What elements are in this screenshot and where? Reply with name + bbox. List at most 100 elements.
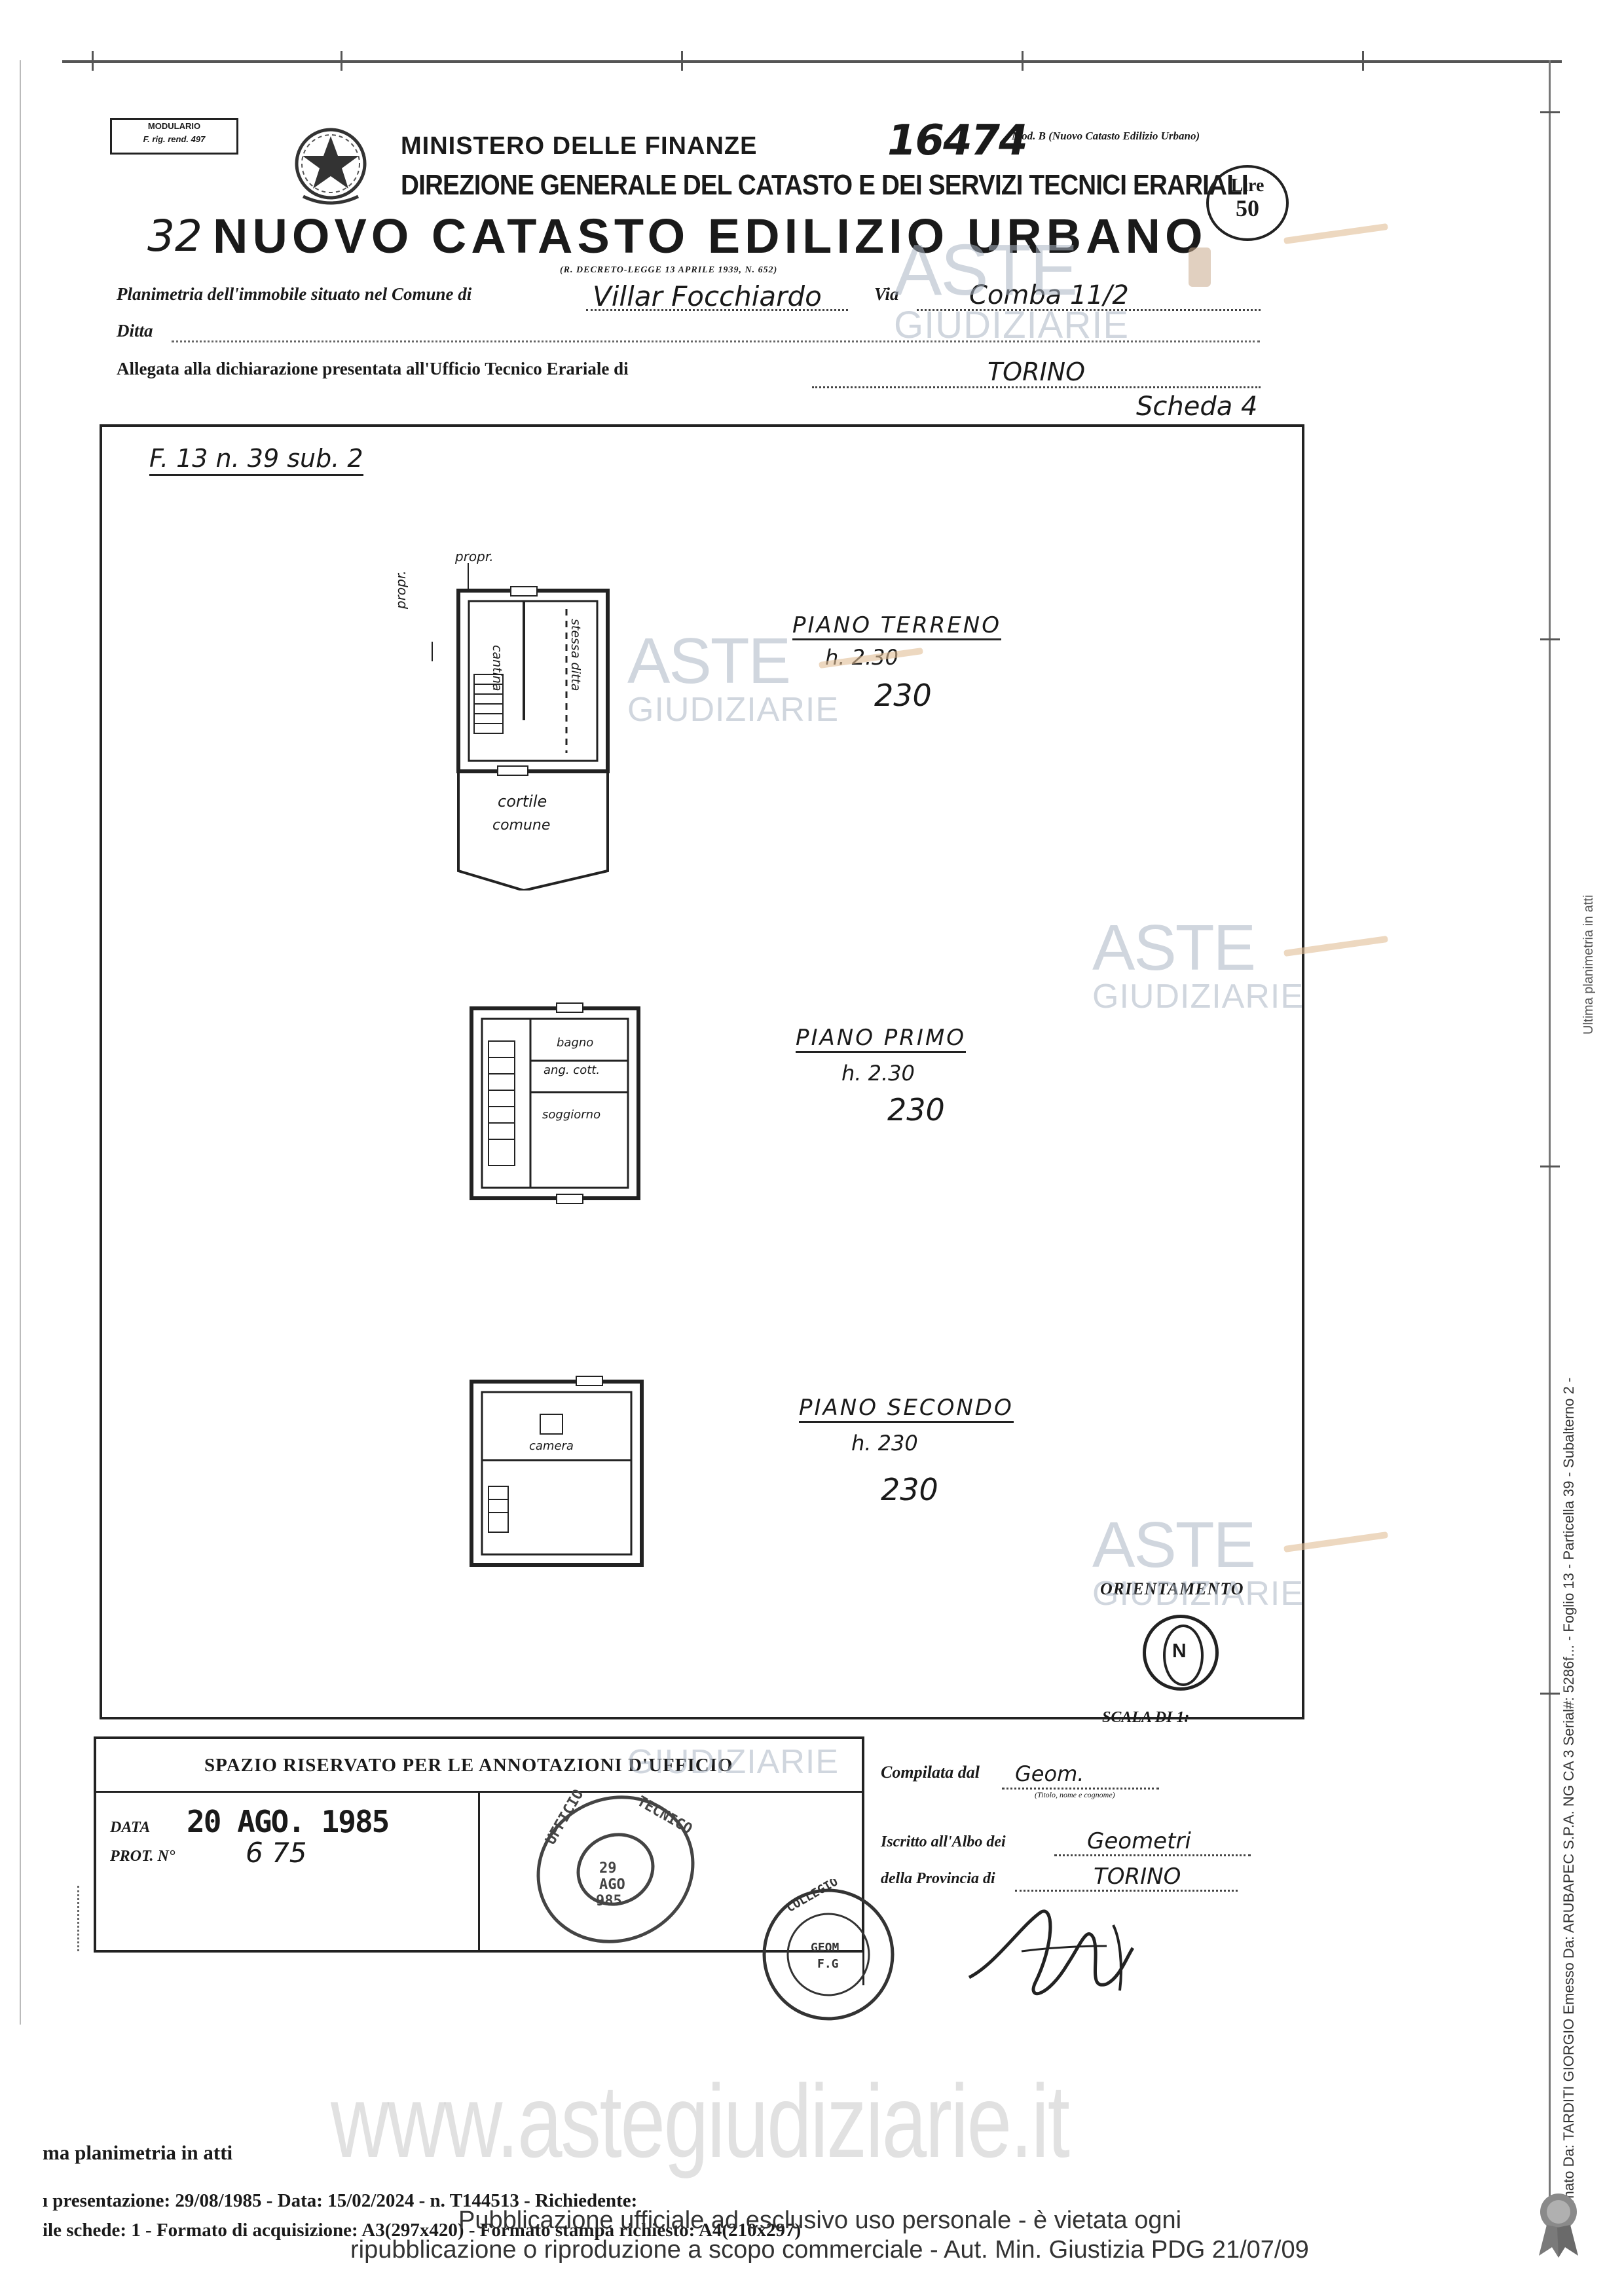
- frame-tick: [92, 51, 94, 71]
- svg-text:985: 985: [596, 1893, 622, 1909]
- right-frame-line: [1549, 60, 1551, 2241]
- compilata-value: Geom.: [1015, 1761, 1084, 1786]
- footer-line1: ma planimetria in atti: [43, 2141, 233, 2164]
- watermark-url: www.astegiudiziarie.it: [331, 2064, 1070, 2179]
- watermark-brand-top: ASTE: [1092, 911, 1256, 983]
- parcel-reference-text: F. 13 n. 39 sub. 2: [149, 444, 363, 473]
- parcel-reference: F. 13 n. 39 sub. 2: [149, 444, 363, 476]
- room-soggiorno: soggiorno: [542, 1108, 601, 1122]
- scheda-label: Scheda 4: [1136, 392, 1258, 422]
- watermark-brand-bottom: GIUDIZIARIE: [1092, 978, 1304, 1016]
- watermark-brand-bottom: GIUDIZIARIE: [894, 304, 1130, 346]
- sheet-number: 32: [147, 211, 202, 261]
- footer-notice1: Pubblicazione ufficiale ad esclusivo uso…: [458, 2207, 1182, 2234]
- via-value: Comba 11/2: [969, 280, 1129, 310]
- modulario-line1: MODULARIO: [147, 121, 201, 131]
- svg-text:COLLEGIO: COLLEGIO: [784, 1879, 841, 1915]
- watermark-gavel-head-icon: [1189, 248, 1211, 287]
- watermark-gavel-icon: [1283, 223, 1388, 245]
- scale-label: SCALA DI 1:: [1102, 1709, 1190, 1726]
- iscritto-field: Geometri: [1054, 1828, 1251, 1856]
- left-vertical-mark: [77, 1886, 88, 1951]
- professional-stamp-icon: COLLEGIO GEOM F.G: [762, 1879, 895, 2021]
- floor-height-label-secondo: h. 230: [851, 1431, 918, 1456]
- floor-height-value-terreno: 230: [874, 678, 932, 713]
- watermark-brand-bottom: GIUDIZIARIE: [1092, 1575, 1304, 1613]
- svg-text:GEOM: GEOM: [811, 1941, 840, 1955]
- titolo-note: (Titolo, nome e cognome): [1035, 1790, 1115, 1799]
- document-title: NUOVO CATASTO EDILIZIO URBANO: [213, 209, 1208, 263]
- floor-name-terreno: PIANO TERRENO: [792, 612, 1001, 640]
- planimetria-label: Planimetria dell'immobile situato nel Co…: [117, 284, 472, 304]
- prot-value: 6 75: [246, 1837, 307, 1869]
- room-comune: comune: [492, 817, 551, 834]
- floor-height-value-secondo: 230: [881, 1472, 938, 1507]
- watermark-brand-middle: ASTE GIUDIZIARIE: [1092, 915, 1304, 1014]
- ditta-field: [172, 340, 1260, 342]
- office-box-right: [862, 1736, 864, 1985]
- spazio-riservato-label: SPAZIO RISERVATO PER LE ANNOTAZIONI D'UF…: [204, 1755, 733, 1776]
- north-compass-inner: [1163, 1625, 1204, 1686]
- stamp-duty-value: 50: [1236, 195, 1259, 221]
- watermark-brand-top: ASTE: [627, 625, 791, 697]
- svg-text:UFFICIO: UFFICIO: [543, 1787, 587, 1848]
- frame-tick: [681, 51, 683, 71]
- modulario-line2: F. rig. rend. 497: [143, 134, 206, 144]
- frame-tick: [341, 51, 342, 71]
- watermark-brand-top: ASTE: [1092, 1509, 1256, 1581]
- first-floor-plan: [470, 1002, 640, 1204]
- watermark-brand-office: GIUDIZIARIE: [627, 1745, 839, 1779]
- watermark-brand-lower: ASTE GIUDIZIARIE: [1092, 1513, 1304, 1611]
- footer-line2: ı presentazione: 29/08/1985 - Data: 15/0…: [43, 2190, 638, 2211]
- via-label: Via: [874, 284, 899, 304]
- stamp-duty-label: Lire: [1230, 175, 1264, 196]
- frame-tick: [1540, 111, 1560, 113]
- footer-notice2: ripubblicazione o riproduzione a scopo c…: [350, 2236, 1309, 2264]
- ground-floor-plan: [432, 563, 610, 890]
- watermark-brand-bottom: GIUDIZIARIE: [627, 1743, 840, 1781]
- top-frame-line: [62, 60, 1562, 63]
- ministry-name: MINISTERO DELLE FINANZE: [401, 132, 758, 160]
- iscritto-label: Iscritto all'Albo dei: [881, 1833, 1006, 1850]
- svg-text:TECNICO: TECNICO: [634, 1793, 695, 1838]
- allegata-label: Allegata alla dichiarazione presentata a…: [117, 359, 629, 378]
- room-stessa-ditta: stessa ditta: [568, 619, 583, 691]
- emblem-icon: [295, 128, 367, 205]
- ribbon-seal-icon: [1539, 2194, 1578, 2258]
- room-camera: camera: [529, 1439, 574, 1453]
- north-compass: N: [1143, 1615, 1219, 1691]
- room-ang-cott: ang. cott.: [544, 1063, 600, 1077]
- frame-tick: [1540, 1693, 1560, 1695]
- frame-tick: [1540, 1166, 1560, 1167]
- second-floor-plan: [470, 1376, 644, 1567]
- ufficio-value: TORINO: [987, 358, 1086, 386]
- ufficio-field: TORINO: [812, 358, 1261, 388]
- provincia-field: TORINO: [1015, 1864, 1238, 1892]
- office-box-vertical: [478, 1791, 480, 1953]
- frame-tick: [1540, 638, 1560, 640]
- watermark-brand-top: ASTE: [894, 230, 1078, 310]
- compilata-label: Compilata dal: [881, 1763, 980, 1782]
- ditta-label: Ditta: [117, 321, 153, 340]
- top-owner-label: propr.: [455, 549, 494, 564]
- direction-name: DIREZIONE GENERALE DEL CATASTO E DEI SER…: [401, 169, 1249, 201]
- handwritten-number: 16474: [887, 117, 1028, 165]
- frame-tick: [1362, 51, 1364, 71]
- floor-height-value-primo: 230: [887, 1092, 945, 1128]
- svg-text:29: 29: [599, 1860, 617, 1877]
- floor-name-primo: PIANO PRIMO: [796, 1025, 967, 1053]
- stamp-duty-circle: Lire 50: [1206, 165, 1289, 241]
- room-cortile: cortile: [498, 792, 547, 811]
- drawing-frame: [100, 424, 1304, 1719]
- left-frame-line: [20, 60, 21, 2025]
- right-tag-label: Ultima planimetria in atti: [1581, 894, 1596, 1035]
- frame-tick: [1022, 51, 1024, 71]
- watermark-brand-header: ASTE GIUDIZIARIE: [894, 234, 1129, 344]
- floor-height-label-primo: h. 2.30: [841, 1061, 915, 1086]
- vertical-signing-note: Firmato Da: TARDITI GIORGIO Emesso Da: A…: [1560, 1377, 1577, 2220]
- north-letter: N: [1172, 1640, 1187, 1662]
- modulario-box: MODULARIO F. rig. rend. 497: [110, 118, 238, 155]
- orientamento-label: ORIENTAMENTO: [1100, 1579, 1244, 1598]
- footer-line3: ile schede: 1 - Formato di acquisizione:…: [43, 2220, 802, 2241]
- data-value: 20 AGO. 1985: [187, 1804, 390, 1839]
